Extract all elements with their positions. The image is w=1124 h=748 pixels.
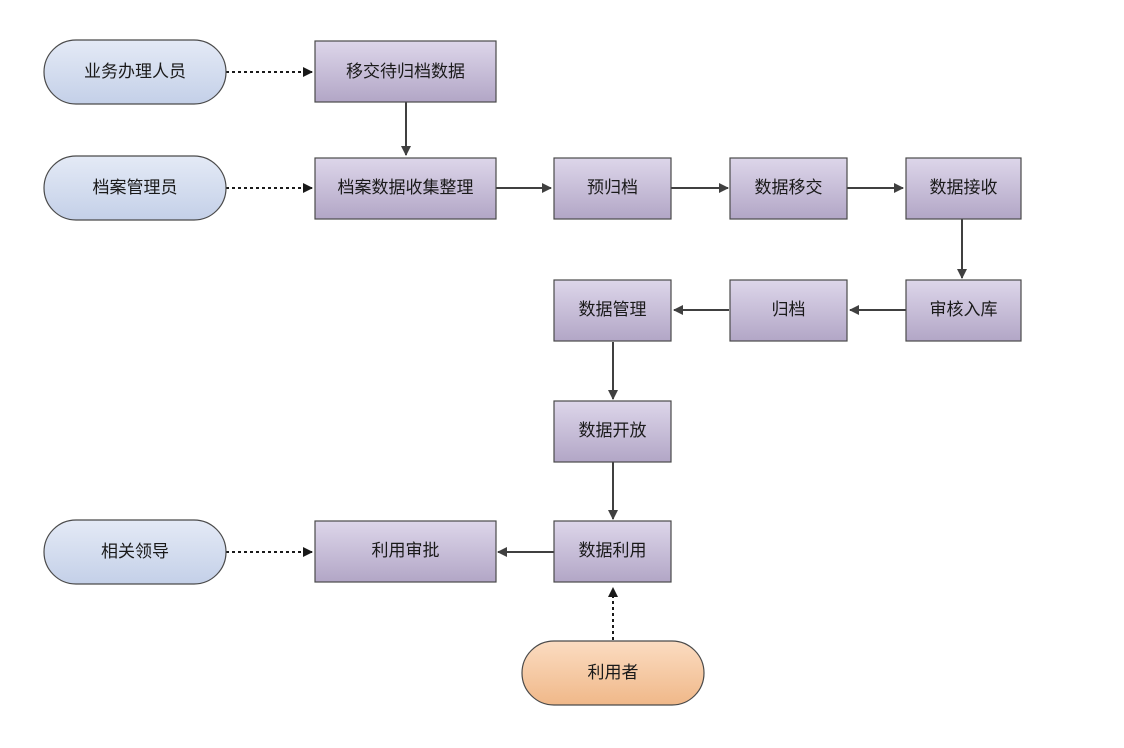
process-data-manage-label: 数据管理 [579, 300, 647, 320]
actor-archivist: 档案管理员 [43, 155, 227, 221]
process-archive: 归档 [729, 279, 848, 342]
process-data-manage: 数据管理 [553, 279, 672, 342]
process-pre-archive-label: 预归档 [587, 178, 638, 198]
process-data-open: 数据开放 [553, 400, 672, 463]
process-data-open-label: 数据开放 [579, 421, 647, 441]
process-pre-archive: 预归档 [553, 157, 672, 220]
process-data-transfer: 数据移交 [729, 157, 848, 220]
process-review-storage: 审核入库 [905, 279, 1022, 342]
process-use-approval-label: 利用审批 [372, 541, 440, 561]
process-data-receive: 数据接收 [905, 157, 1022, 220]
actor-user-label: 利用者 [588, 663, 639, 683]
actor-leader-label: 相关领导 [101, 542, 169, 562]
actor-business-staff-label: 业务办理人员 [84, 62, 186, 82]
process-archive-label: 归档 [772, 300, 806, 320]
process-data-use: 数据利用 [553, 520, 672, 583]
actor-user: 利用者 [521, 640, 705, 706]
process-use-approval: 利用审批 [314, 520, 497, 583]
connectors [226, 67, 967, 640]
process-data-use-label: 数据利用 [579, 541, 647, 561]
process-data-transfer-label: 数据移交 [755, 178, 823, 198]
process-collect-organize: 档案数据收集整理 [314, 157, 497, 220]
actor-business-staff: 业务办理人员 [43, 39, 227, 105]
process-collect-organize-label: 档案数据收集整理 [338, 178, 474, 198]
process-transfer-pending-label: 移交待归档数据 [346, 62, 465, 82]
actor-leader: 相关领导 [43, 519, 227, 585]
process-data-receive-label: 数据接收 [930, 178, 998, 198]
process-transfer-pending: 移交待归档数据 [314, 40, 497, 103]
process-review-storage-label: 审核入库 [930, 300, 998, 320]
actor-archivist-label: 档案管理员 [93, 178, 178, 198]
